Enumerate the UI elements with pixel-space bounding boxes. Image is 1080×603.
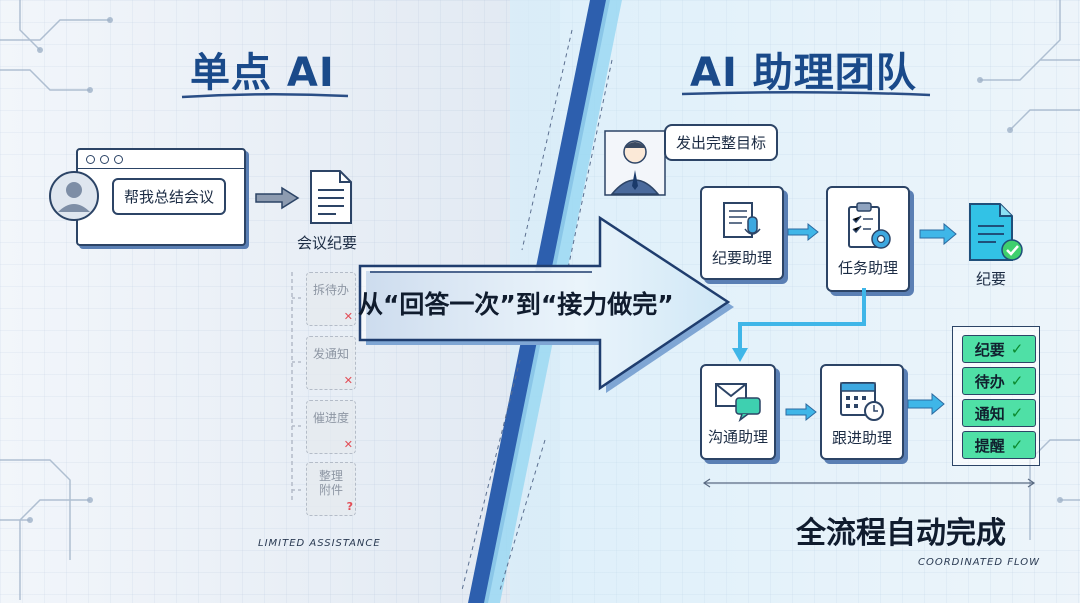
comm-assistant-card: 沟通助理 bbox=[700, 364, 776, 460]
checklist-item: 待办 ✓ bbox=[962, 367, 1036, 395]
arrow-text: 从“回答一次”到“接力做完” bbox=[358, 290, 674, 319]
ghost-label: 整理附件 bbox=[318, 469, 343, 497]
goal-bubble: 发出完整目标 bbox=[664, 124, 779, 161]
follow-assistant-label: 跟进助理 bbox=[831, 428, 892, 447]
output-doc-icon bbox=[969, 203, 1023, 261]
arrow-to-doc-icon bbox=[255, 186, 300, 210]
checklist-label: 提醒 bbox=[974, 436, 1005, 455]
ghost-label: 发通知 bbox=[312, 347, 349, 361]
minutes-assistant-label: 纪要助理 bbox=[711, 248, 772, 267]
doc-label: 会议纪要 bbox=[297, 234, 358, 252]
message-icon bbox=[715, 382, 761, 422]
ghost-task: 催进度 ✕ bbox=[306, 400, 356, 454]
minutes-assistant-card: 纪要助理 bbox=[700, 186, 784, 280]
ghost-task: 发通知 ✕ bbox=[306, 336, 356, 390]
task-assistant-label: 任务助理 bbox=[837, 258, 898, 277]
left-title: 单点 AI bbox=[190, 50, 335, 96]
window-titlebar bbox=[78, 150, 244, 169]
document-icon bbox=[310, 170, 352, 224]
right-caption: COORDINATED FLOW bbox=[918, 557, 1040, 568]
chat-bubble: 帮我总结会议 bbox=[112, 178, 227, 215]
check-icon: ✓ bbox=[1010, 340, 1024, 358]
minutes-icon bbox=[723, 201, 761, 238]
checklist-item: 提醒 ✓ bbox=[962, 431, 1036, 459]
right-title: AI 助理团队 bbox=[690, 50, 917, 96]
task-clipboard-icon bbox=[848, 201, 891, 249]
checklist-item: 纪要 ✓ bbox=[962, 335, 1036, 363]
summary-text: 全流程自动完成 bbox=[796, 516, 1006, 551]
manager-avatar-icon bbox=[604, 130, 666, 196]
transition-arrow bbox=[358, 215, 734, 393]
checklist-label: 纪要 bbox=[974, 340, 1005, 359]
left-title-underline bbox=[181, 92, 349, 99]
flow-connector bbox=[732, 288, 866, 362]
right-title-underline bbox=[681, 90, 931, 97]
ghost-task: 整理附件? bbox=[306, 462, 356, 516]
checklist-label: 待办 bbox=[974, 372, 1005, 391]
check-icon: ✓ bbox=[1010, 372, 1024, 390]
task-assistant-card: 任务助理 bbox=[826, 186, 910, 292]
fail-icon: ✕ bbox=[343, 438, 353, 451]
left-caption: LIMITED ASSISTANCE bbox=[258, 538, 381, 549]
span-line bbox=[702, 478, 1036, 488]
checklist-label: 通知 bbox=[974, 404, 1005, 423]
checklist-item: 通知 ✓ bbox=[962, 399, 1036, 427]
fail-icon: ✕ bbox=[343, 310, 353, 323]
arrow-icon bbox=[785, 402, 817, 422]
user-avatar-icon bbox=[49, 171, 99, 221]
arrow-icon bbox=[907, 392, 945, 416]
ghost-task: 拆待办 ✕ bbox=[306, 272, 356, 326]
check-icon: ✓ bbox=[1010, 436, 1024, 454]
check-icon: ✓ bbox=[1010, 404, 1024, 422]
ghost-label: 催进度 bbox=[312, 411, 349, 425]
arrow-icon bbox=[787, 222, 819, 242]
comm-assistant-label: 沟通助理 bbox=[707, 427, 768, 446]
output-label: 纪要 bbox=[976, 270, 1007, 288]
ghost-connector bbox=[291, 272, 304, 500]
calendar-clock-icon bbox=[840, 381, 884, 421]
follow-assistant-card: 跟进助理 bbox=[820, 364, 904, 460]
ghost-label: 拆待办 bbox=[312, 283, 349, 297]
fail-icon: ✕ bbox=[343, 374, 353, 387]
fail-icon: ? bbox=[346, 500, 353, 513]
arrow-icon bbox=[919, 222, 957, 246]
